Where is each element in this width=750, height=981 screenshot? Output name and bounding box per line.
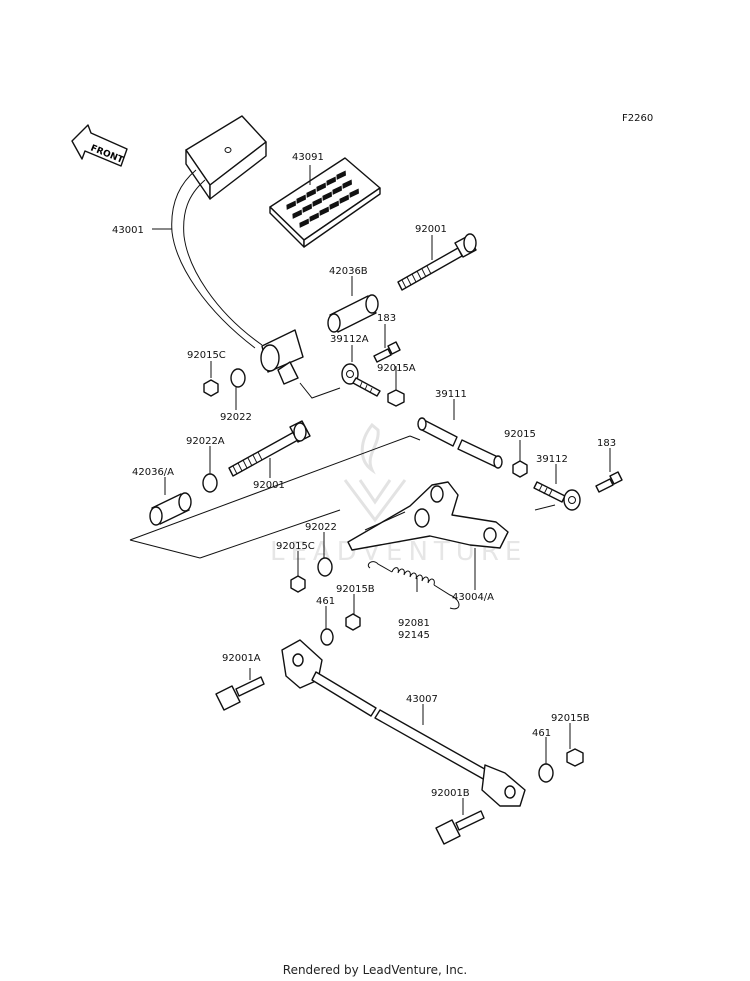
nut-92015	[512, 460, 528, 478]
label-183-top: 183	[377, 313, 396, 324]
label-43091: 43091	[292, 152, 324, 163]
label-43001: 43001	[112, 225, 144, 236]
label-39112: 39112	[536, 454, 568, 465]
footer-credit: Rendered by LeadVenture, Inc.	[282, 963, 468, 977]
label-92001B: 92001B	[431, 788, 470, 799]
assembly-lines	[129, 382, 556, 559]
label-92001-mid: 92001	[253, 480, 285, 491]
brake-rod-43007	[281, 639, 526, 807]
bolt-92001-mid	[228, 420, 311, 477]
label-92015C-top: 92015C	[187, 350, 226, 361]
label-461-mid: 461	[316, 596, 335, 607]
label-461-right: 461	[532, 728, 551, 739]
spring-92081	[367, 561, 460, 610]
label-92015B-right: 92015B	[551, 713, 590, 724]
label-92001-top: 92001	[415, 224, 447, 235]
label-92015B-mid: 92015B	[336, 584, 375, 595]
label-92001A: 92001A	[222, 653, 261, 664]
pedal-pad-43091	[269, 157, 381, 248]
label-92015C-mid: 92015C	[276, 541, 315, 552]
lever-43004A	[347, 481, 509, 551]
label-92015A: 92015A	[377, 363, 416, 374]
rod-end-39112A	[341, 363, 381, 397]
shaft-39111	[417, 417, 503, 469]
label-42036A: 42036/A	[132, 467, 174, 478]
nut-92015A	[387, 389, 405, 407]
label-92022A: 92022A	[186, 436, 225, 447]
washer-92022-top	[230, 368, 246, 388]
brake-pedal-43001	[171, 115, 304, 385]
nut-92015B-mid	[345, 613, 361, 631]
label-39112A: 39112A	[330, 334, 369, 345]
bolt-92001A	[215, 676, 265, 711]
diagram-code: F2260	[622, 113, 653, 124]
label-92145: 92145	[398, 630, 430, 641]
washer-92022-mid	[317, 557, 333, 577]
washer-92022A	[202, 473, 218, 493]
collar-42036B	[327, 294, 379, 333]
label-92015: 92015	[504, 429, 536, 440]
bolt-92001B	[435, 810, 485, 845]
bolt-183-right	[595, 471, 623, 493]
rod-end-39112	[533, 481, 581, 511]
bolt-92001-top	[397, 233, 477, 291]
nut-92015C-mid	[290, 575, 306, 593]
part-labels: 43001 43091 92001 42036B 183 39112A 9201…	[112, 152, 616, 799]
leader-lines	[152, 165, 611, 815]
label-183-right: 183	[597, 438, 616, 449]
washer-461-mid	[320, 628, 334, 646]
label-39111: 39111	[435, 389, 467, 400]
label-43004A: 43004/A	[452, 592, 494, 603]
label-42036B: 42036B	[329, 266, 368, 277]
washer-461-right	[538, 763, 554, 783]
bolt-183-top	[373, 341, 401, 363]
label-92022-mid: 92022	[305, 522, 337, 533]
nut-92015B-right	[566, 748, 584, 767]
label-92081: 92081	[398, 618, 430, 629]
front-arrow-icon: FRONT	[71, 124, 128, 167]
label-92022-top: 92022	[220, 412, 252, 423]
label-43007: 43007	[406, 694, 438, 705]
collar-42036A	[149, 492, 192, 526]
nut-92015C-top	[203, 379, 219, 397]
